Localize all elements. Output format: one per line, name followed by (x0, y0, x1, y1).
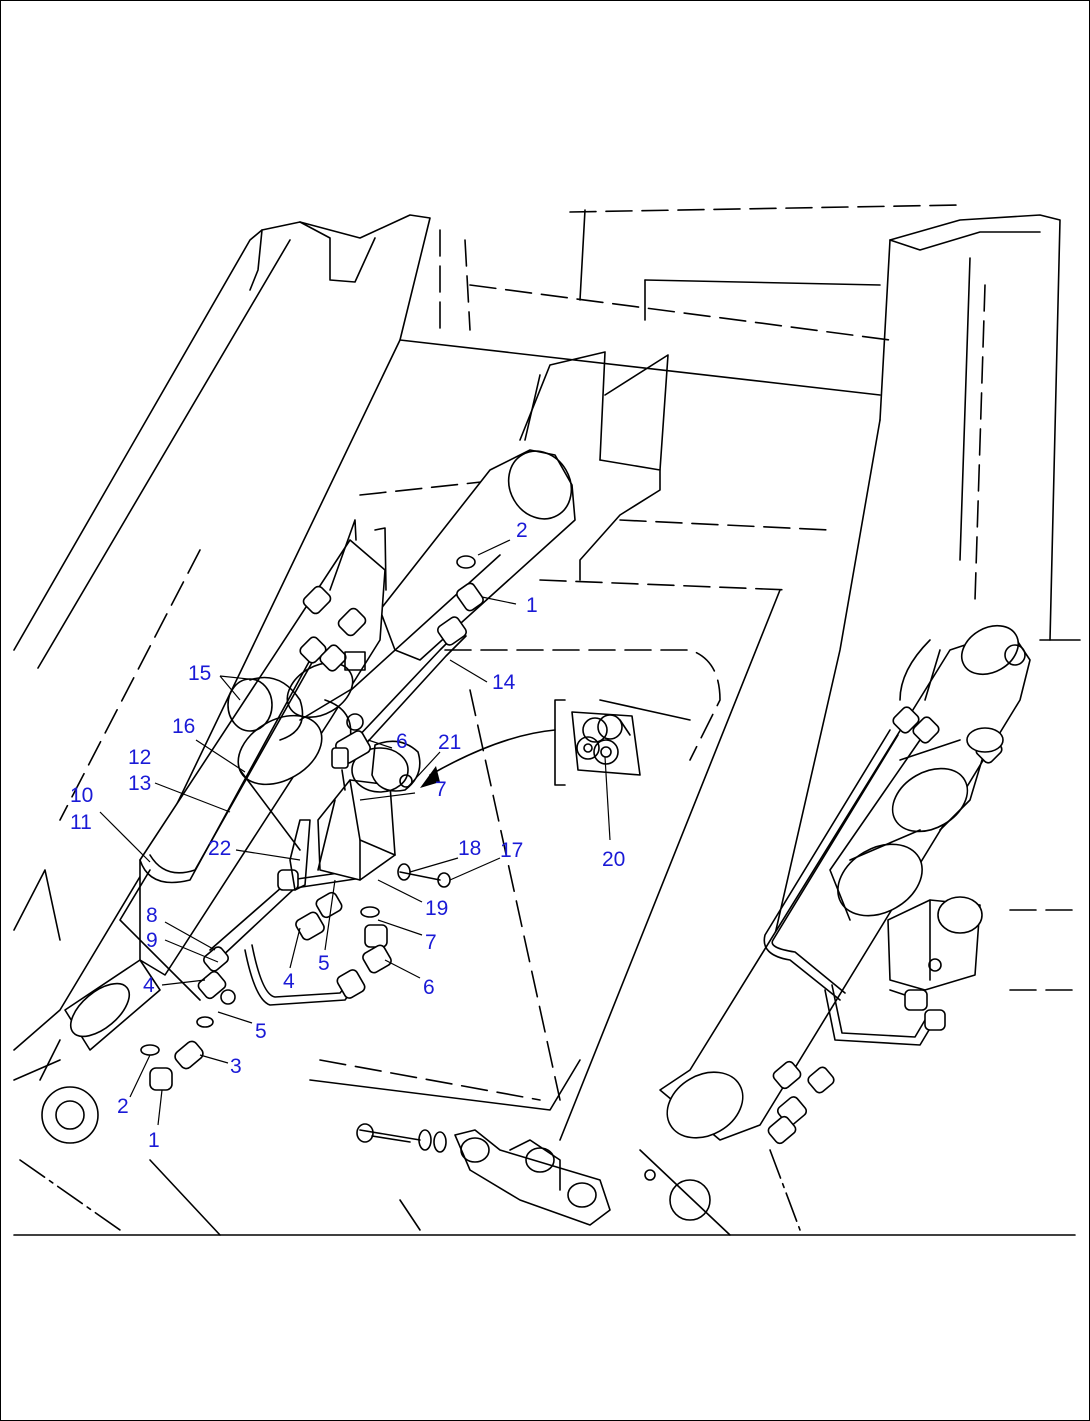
callout-20: 20 (602, 848, 625, 871)
callout-6: 6 (396, 730, 408, 753)
callout-7: 7 (425, 931, 437, 954)
callout-17: 17 (500, 839, 523, 862)
right-lift-cylinder (659, 624, 1031, 1145)
hydraulic-tubes-left (139, 519, 484, 1091)
callout-6: 6 (423, 976, 435, 999)
callout-15: 15 (188, 662, 211, 685)
callout-2: 2 (117, 1095, 129, 1118)
callout-1: 1 (526, 594, 538, 617)
callout-19: 19 (425, 897, 448, 920)
callout-7: 7 (435, 778, 447, 801)
callout-2: 2 (516, 519, 528, 542)
boom-frame (13, 204, 1081, 1236)
valve-block (289, 713, 451, 891)
callout-21: 21 (438, 731, 461, 754)
callout-3: 3 (230, 1055, 242, 1078)
callout-5: 5 (318, 952, 330, 975)
lower-bracket (356, 1123, 656, 1226)
callout-12: 12 (128, 746, 151, 769)
callout-22: 22 (208, 837, 231, 860)
callout-14: 14 (492, 671, 516, 694)
callout-labels: 2 1 14 15 6 21 16 12 13 10 11 7 22 18 17… (70, 519, 625, 1152)
leader-lines (99, 539, 611, 1126)
callout-16: 16 (172, 715, 195, 738)
callout-10: 10 (70, 784, 93, 807)
callout-11: 11 (70, 811, 92, 834)
callout-8: 8 (146, 904, 158, 927)
callout-1: 1 (148, 1129, 160, 1152)
callout-13: 13 (128, 772, 151, 795)
callout-5: 5 (255, 1020, 267, 1043)
callout-18: 18 (458, 837, 481, 860)
callout-4: 4 (283, 970, 295, 993)
callout-9: 9 (146, 929, 158, 952)
callout-4: 4 (143, 974, 155, 997)
